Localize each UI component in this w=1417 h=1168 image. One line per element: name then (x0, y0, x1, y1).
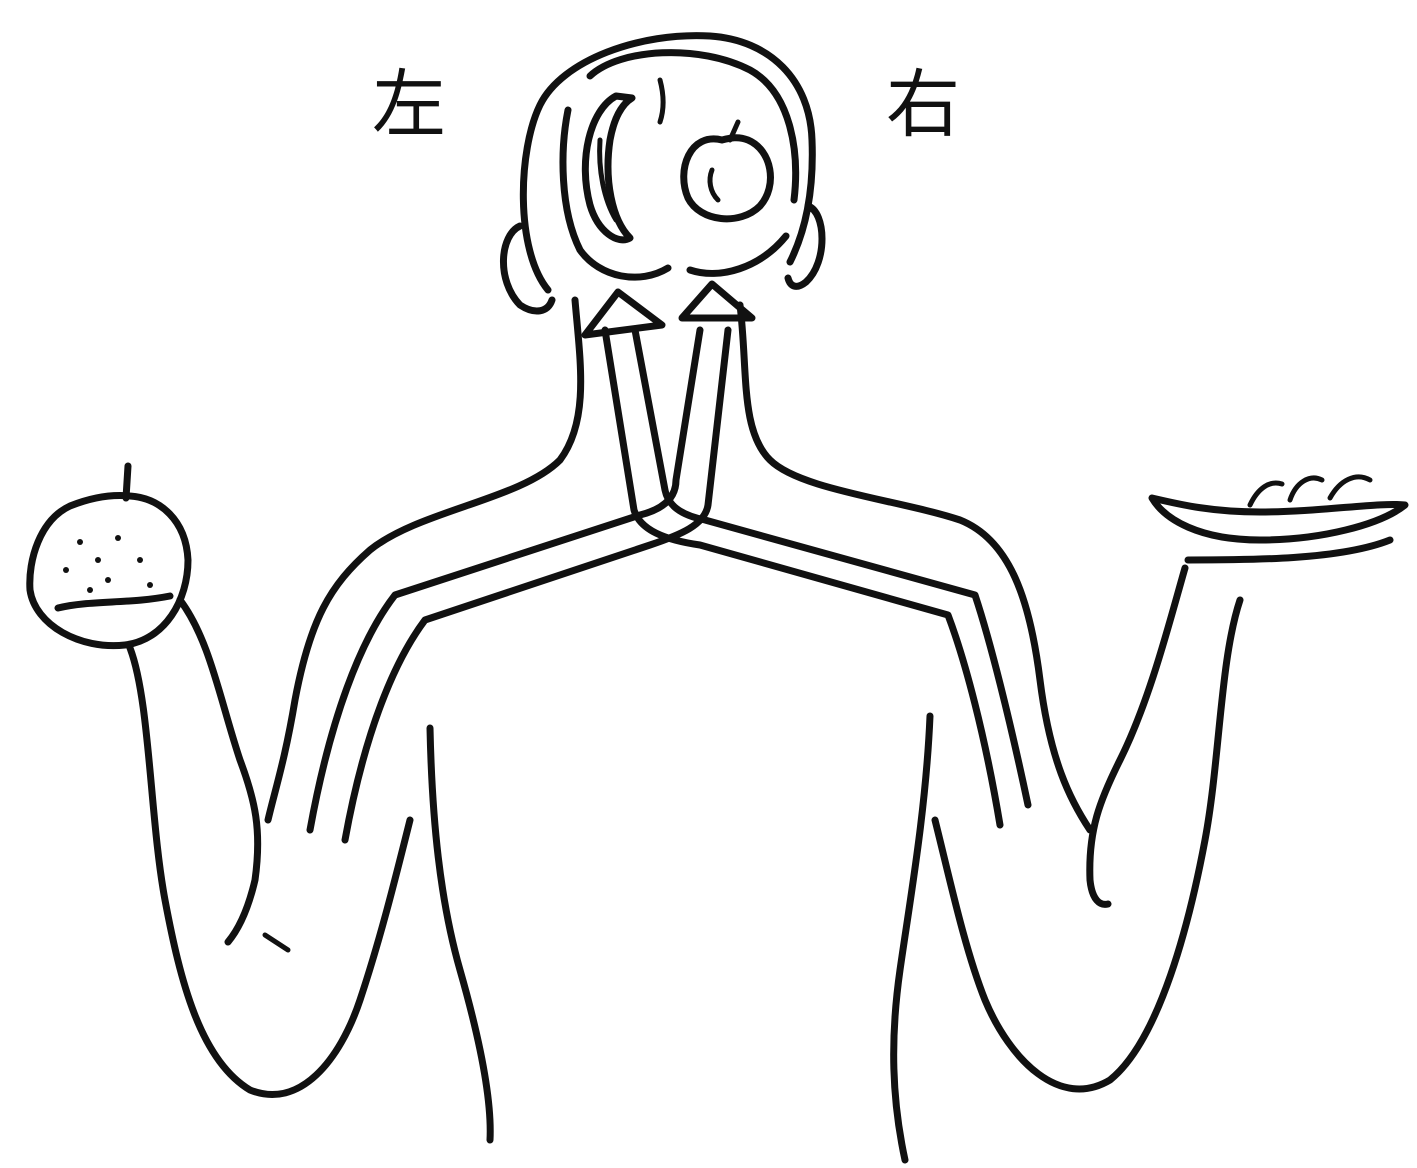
torso (268, 300, 1090, 1160)
right-arm (935, 540, 1390, 1089)
left-arm (130, 600, 410, 1094)
label-left: 左 (372, 68, 446, 142)
label-right: 右 (886, 68, 960, 142)
right-hemisphere-image (684, 122, 771, 219)
apple-icon (30, 466, 188, 646)
head (503, 36, 822, 311)
banana-icon (1152, 477, 1405, 540)
nerve-pathway (310, 284, 1028, 840)
left-hemisphere-image (585, 96, 632, 240)
arrow-up-icon (682, 284, 752, 318)
arrow-up-icon (585, 292, 662, 335)
